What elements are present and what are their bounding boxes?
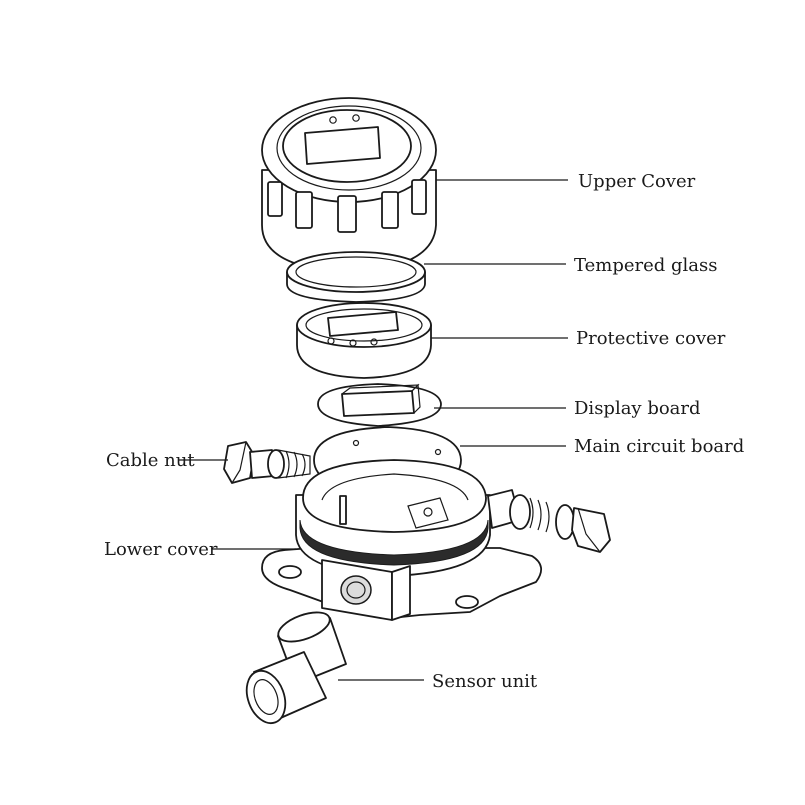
display-board-part: [317, 383, 442, 427]
sensor-unit-part: [245, 611, 347, 725]
label-cable-nut: Cable nut: [106, 450, 195, 471]
label-display-board: Display board: [574, 398, 701, 419]
label-sensor-unit: Sensor unit: [432, 671, 538, 692]
lower-cover-part: [261, 459, 611, 621]
upper-cover-part: [261, 97, 437, 273]
label-main-circuit-board: Main circuit board: [574, 436, 744, 457]
label-upper-cover: Upper Cover: [578, 171, 696, 192]
label-tempered-glass: Tempered glass: [574, 255, 718, 276]
label-protective-cover: Protective cover: [576, 328, 726, 349]
label-lower-cover: Lower cover: [104, 539, 218, 560]
cable-nut-part: [223, 441, 311, 484]
tempered-glass-part: [286, 251, 426, 303]
protective-cover-part: [296, 302, 432, 379]
